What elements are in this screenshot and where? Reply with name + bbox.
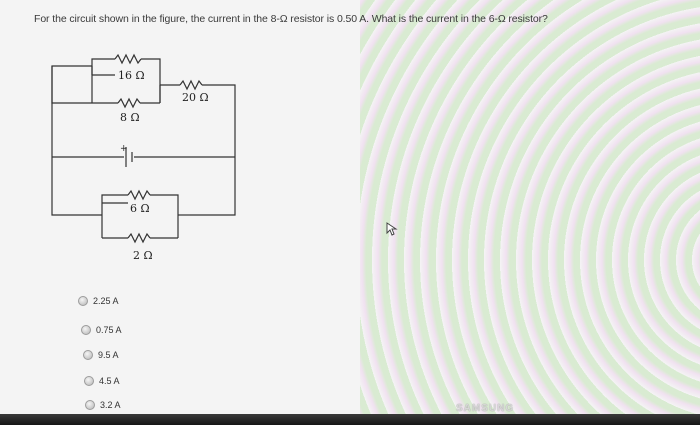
answer-option[interactable]: 2.25 A — [78, 296, 119, 306]
resistor-6-symbol — [127, 189, 151, 201]
resistor-20-label: 20 Ω — [182, 91, 209, 104]
circuit-wire — [150, 194, 179, 238]
circuit-wire — [51, 157, 102, 216]
answer-label: 2.25 A — [93, 296, 119, 306]
answer-option[interactable]: 4.5 A — [84, 376, 120, 386]
moire-pattern — [360, 0, 700, 425]
resistor-16-symbol — [114, 53, 142, 65]
answer-option[interactable]: 9.5 A — [83, 350, 119, 360]
answer-label: 9.5 A — [98, 350, 119, 360]
answer-option[interactable]: 3.2 A — [85, 400, 121, 410]
answer-option[interactable]: 0.75 A — [81, 325, 122, 335]
radio-button[interactable] — [78, 296, 88, 306]
answer-label: 0.75 A — [96, 325, 122, 335]
resistor-2-symbol — [127, 232, 151, 244]
circuit-wire — [101, 194, 128, 203]
question-text: For the circuit shown in the figure, the… — [34, 13, 548, 25]
radio-button[interactable] — [81, 325, 91, 335]
circuit-wire — [51, 66, 92, 104]
circuit-wire — [91, 58, 115, 75]
resistor-20-symbol — [179, 79, 203, 91]
radio-button[interactable] — [83, 350, 93, 360]
battery-plus-sign: + — [120, 144, 128, 154]
answer-label: 4.5 A — [99, 376, 120, 386]
answer-label: 3.2 A — [100, 400, 121, 410]
circuit-wire — [51, 65, 92, 157]
resistor-2-label: 2 Ω — [133, 249, 153, 262]
circuit-diagram: 16 Ω 20 Ω 8 Ω 6 Ω 2 Ω + — [51, 53, 236, 262]
resistor-8-label: 8 Ω — [120, 111, 140, 124]
resistor-16-label: 16 Ω — [118, 69, 145, 82]
monitor-bezel — [0, 414, 700, 425]
resistor-6-label: 6 Ω — [130, 202, 150, 215]
circuit-wire — [190, 84, 236, 216]
radio-button[interactable] — [84, 376, 94, 386]
radio-button[interactable] — [85, 400, 95, 410]
resistor-8-symbol — [117, 97, 141, 109]
mouse-cursor-icon — [386, 222, 398, 236]
brand-logo: SAMSUNG — [456, 403, 515, 414]
